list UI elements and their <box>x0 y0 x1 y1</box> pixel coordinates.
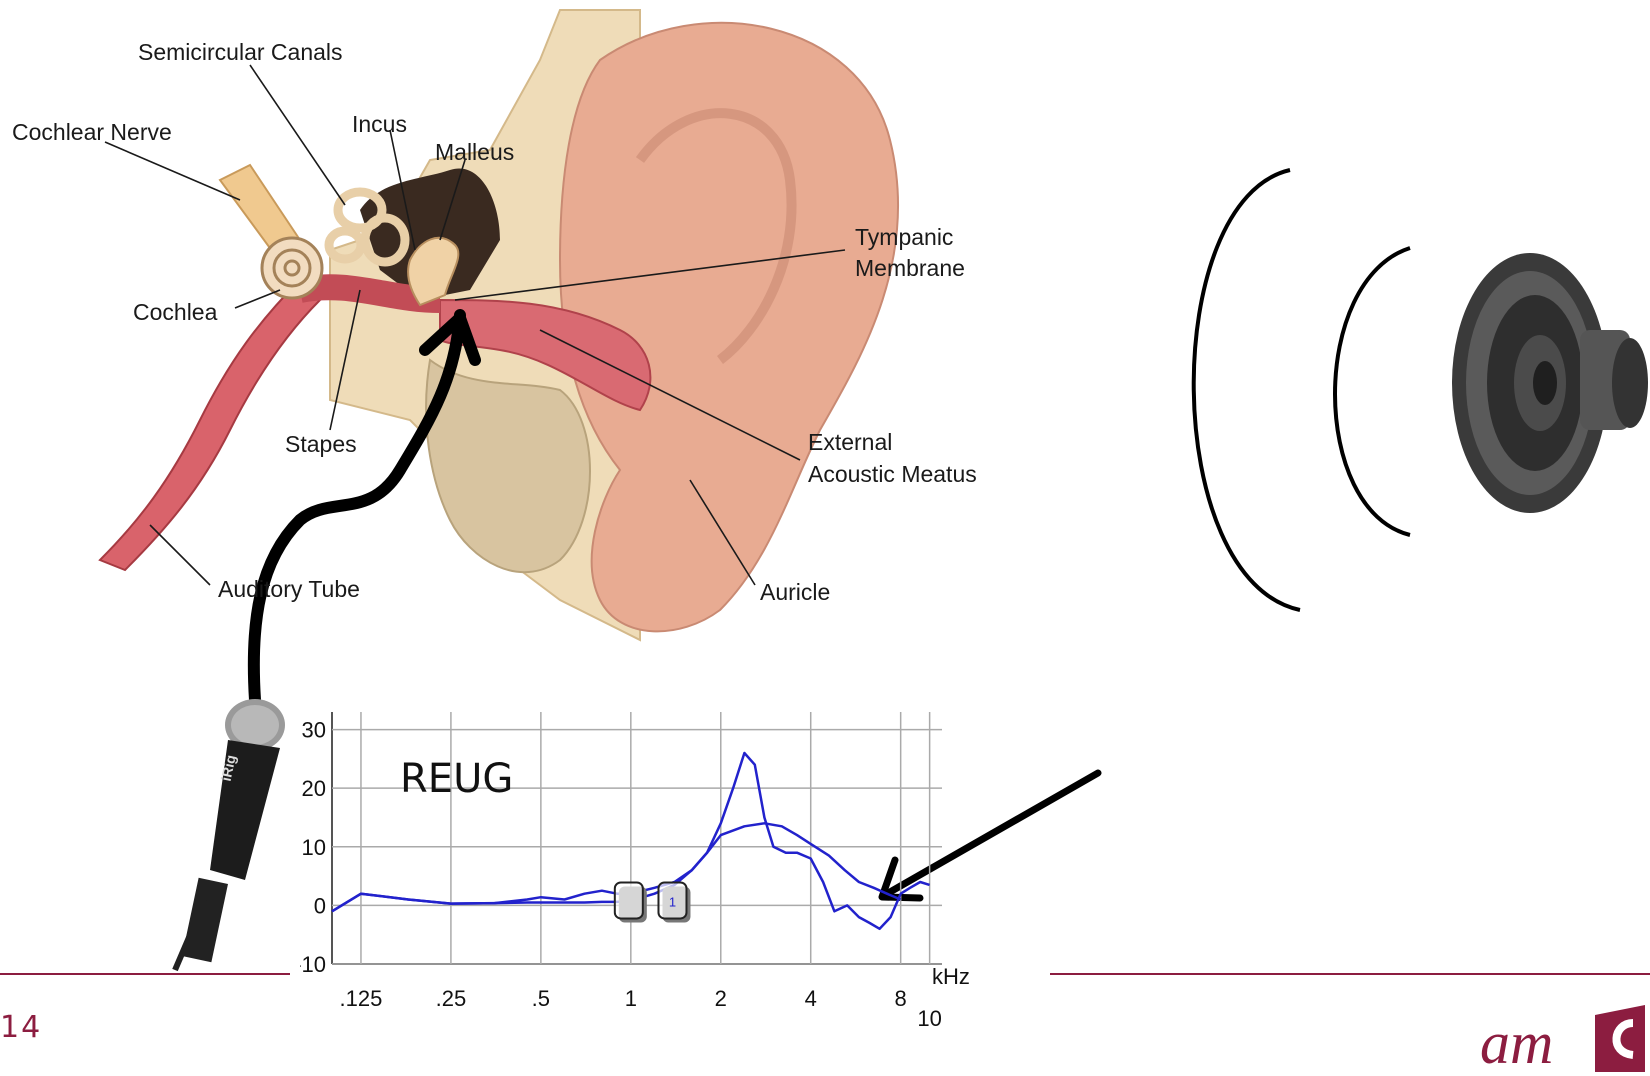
chart-marker-label: 1 <box>669 894 676 909</box>
chart-x-tick-label: 4 <box>805 986 817 1011</box>
chart-x-tick-label: 8 <box>895 986 907 1011</box>
label-membrane: Membrane <box>855 254 965 283</box>
label-external: External <box>808 428 892 457</box>
reug-chart: 1 .125 .25 .5 1 2 4 8 10 30 20 10 0 -10 REUG kHz <box>300 712 1000 1072</box>
chart-x-tick-label: 2 <box>715 986 727 1011</box>
chart-y-tick-label: 10 <box>302 835 326 860</box>
chart-x-tick-label: .125 <box>340 986 383 1011</box>
label-cochlea: Cochlea <box>133 298 217 327</box>
label-semicircular-canals: Semicircular Canals <box>138 38 343 67</box>
label-incus: Incus <box>352 110 407 139</box>
chart-x-tick-label: 10 <box>917 1006 941 1031</box>
microphone-icon <box>175 699 285 970</box>
footer-line-right <box>1050 973 1650 975</box>
loudspeaker-icon <box>1452 253 1648 513</box>
chart-marker: 1 <box>658 882 690 922</box>
chart-y-tick-label: 20 <box>302 776 326 801</box>
chart-y-tick-label: 0 <box>314 893 326 918</box>
chart-ticks: .125 .25 .5 1 2 4 8 10 30 20 10 0 -10 <box>300 718 942 1031</box>
label-auditory-tube: Auditory Tube <box>218 575 360 604</box>
label-malleus: Malleus <box>435 138 514 167</box>
chart-title: REUG <box>400 756 513 802</box>
chart-y-tick-label: 30 <box>302 718 326 743</box>
chart-x-unit: kHz <box>932 964 970 989</box>
label-acoustic-meatus: Acoustic Meatus <box>808 460 977 489</box>
chart-x-tick-label: .25 <box>436 986 467 1011</box>
sound-wave-outer <box>1194 170 1300 610</box>
slide-number: 14 <box>0 1010 42 1045</box>
sound-wave-inner <box>1335 248 1410 535</box>
chart-marker <box>615 882 647 922</box>
chart-x-tick-label: .5 <box>532 986 550 1011</box>
label-stapes: Stapes <box>285 430 357 459</box>
cochlea-shape <box>262 238 322 298</box>
chart-x-tick-label: 1 <box>625 986 637 1011</box>
logo-mark <box>1585 1005 1650 1072</box>
footer-line-left <box>0 973 290 975</box>
label-auricle: Auricle <box>760 578 830 607</box>
logo-text: am <box>1480 1013 1553 1073</box>
label-cochlear-nerve: Cochlear Nerve <box>12 118 172 147</box>
chart-marker-box <box>615 882 643 918</box>
amc-logo: am <box>1470 1005 1650 1072</box>
chart-grid <box>332 712 942 964</box>
label-tympanic: Tympanic <box>855 223 953 252</box>
chart-y-tick-label: -10 <box>300 952 326 977</box>
